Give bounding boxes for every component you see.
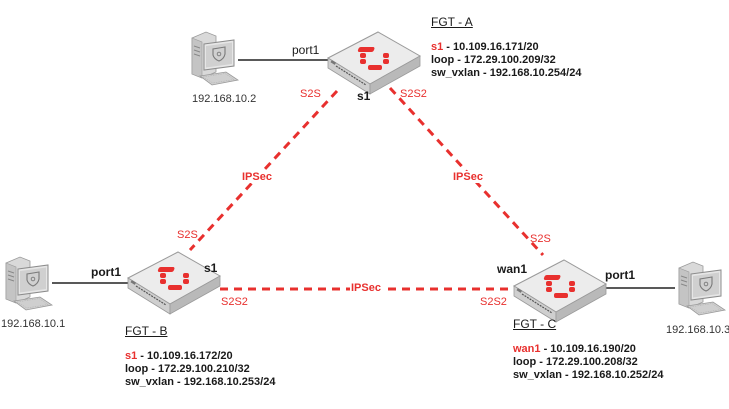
tunnel-a-c-end-c: S2S — [530, 233, 551, 245]
fgt-c-info-row: wan1 - 10.109.16.190/20 — [513, 343, 663, 356]
iface-value: - 172.29.100.208/32 — [536, 356, 638, 368]
iface-name: s1 — [125, 350, 138, 362]
pc-b-icon — [5, 256, 53, 311]
tunnel-a-c-end-a: S2S2 — [400, 88, 427, 100]
host-a-ip: 192.168.10.2 — [192, 93, 257, 105]
fgt-c-info-row: sw_vxlan - 192.168.10.252/24 — [513, 369, 663, 382]
iface-value: - 192.168.10.254/24 — [479, 67, 582, 79]
fgt-c-wan-iface: wan1 — [497, 262, 528, 276]
pc-c-icon — [678, 261, 726, 316]
fgt-c-info: FGT - C wan1 - 10.109.16.190/20 loop - 1… — [513, 318, 663, 382]
iface-value: - 10.109.16.190/20 — [540, 343, 636, 355]
tunnel-a-b-end-b: S2S — [177, 229, 198, 241]
fgt-a-info-row: loop - 172.29.100.209/32 — [431, 54, 581, 67]
fgt-a-info-row: sw_vxlan - 192.168.10.254/24 — [431, 67, 581, 80]
iface-name: loop — [125, 363, 149, 375]
iface-name: wan1 — [513, 343, 541, 355]
iface-value: - 192.168.10.252/24 — [561, 369, 664, 381]
fgt-a-title: FGT - A — [431, 15, 473, 29]
iface-value: - 192.168.10.253/24 — [173, 376, 276, 388]
tunnel-a-b-label: IPSec — [241, 171, 273, 183]
fgt-b-title: FGT - B — [125, 324, 168, 338]
fgt-a-lan-port: port1 — [292, 43, 320, 57]
fgt-c-lan-port: port1 — [605, 268, 635, 282]
iface-value: - 172.29.100.210/32 — [148, 363, 250, 375]
tunnel-b-c-end-b: S2S2 — [221, 296, 248, 308]
iface-name: s1 — [431, 41, 444, 53]
iface-name: sw_vxlan — [125, 376, 174, 388]
fgt-c-title: FGT - C — [513, 317, 557, 331]
fgt-b-info: FGT - B s1 - 10.109.16.172/20 loop - 172… — [125, 325, 275, 389]
tunnel-b-c-label: IPSec — [350, 282, 382, 294]
fgt-b-wan-iface: s1 — [204, 261, 218, 275]
iface-name: sw_vxlan — [513, 369, 562, 381]
tunnel-b-c-end-c: S2S2 — [480, 296, 507, 308]
fgt-b-info-row: sw_vxlan - 192.168.10.253/24 — [125, 376, 275, 389]
host-c-ip: 192.168.10.3 — [666, 324, 729, 336]
iface-name: loop — [431, 54, 455, 66]
fgt-a-info: FGT - A s1 - 10.109.16.171/20 loop - 172… — [431, 16, 581, 80]
fgt-c-icon — [513, 259, 607, 323]
fgt-c-info-row: loop - 172.29.100.208/32 — [513, 356, 663, 369]
fgt-a-icon — [327, 31, 421, 95]
fgt-b-info-row: s1 - 10.109.16.172/20 — [125, 350, 275, 363]
fgt-a-info-row: s1 - 10.109.16.171/20 — [431, 41, 581, 54]
tunnel-a-b-end-a: S2S — [300, 88, 321, 100]
host-b-ip: 192.168.10.1 — [1, 318, 66, 330]
tunnel-a-c-label: IPSec — [452, 171, 484, 183]
fgt-b-info-row: loop - 172.29.100.210/32 — [125, 363, 275, 376]
pc-a-icon — [191, 31, 239, 86]
fgt-a-wan-iface: s1 — [357, 89, 371, 103]
iface-name: sw_vxlan — [431, 67, 480, 79]
iface-value: - 172.29.100.209/32 — [454, 54, 556, 66]
iface-value: - 10.109.16.172/20 — [137, 350, 233, 362]
iface-name: loop — [513, 356, 537, 368]
iface-value: - 10.109.16.171/20 — [443, 41, 539, 53]
fgt-b-lan-port: port1 — [91, 265, 121, 279]
